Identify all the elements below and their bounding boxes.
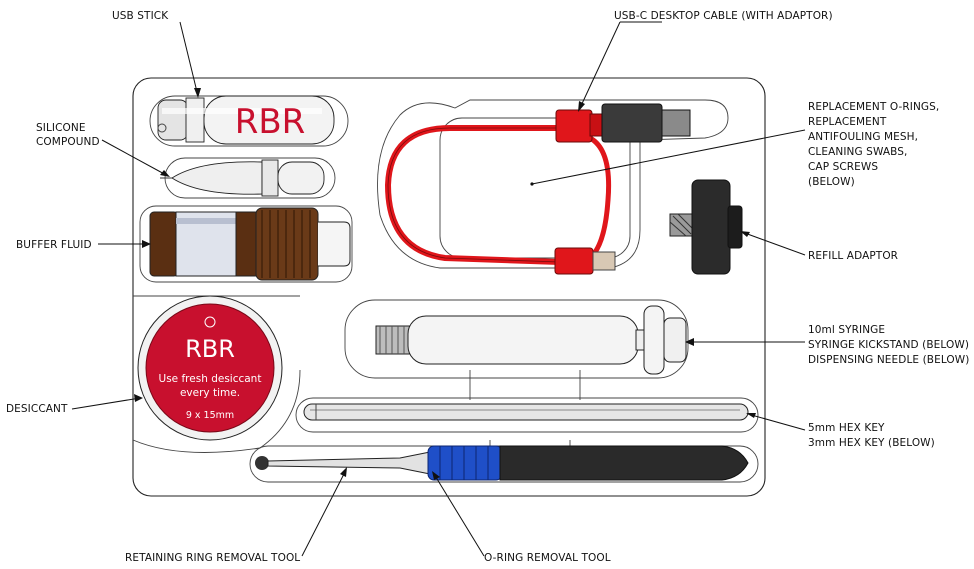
syringe <box>375 305 687 375</box>
syringe-slot <box>344 299 689 379</box>
label-hexkey-1: 5mm HEX KEY <box>808 422 885 434</box>
hex-key <box>303 403 749 421</box>
refill-adaptor <box>669 179 743 275</box>
cable-slot <box>377 99 729 269</box>
label-syringe-1: 10ml SYRINGE <box>808 324 885 336</box>
label-oring-5: CAP SCREWS <box>808 161 878 173</box>
label-usb-stick: USB STICK <box>112 10 169 22</box>
desiccant-container <box>137 295 283 441</box>
label-silicone-1: SILICONE <box>36 122 86 134</box>
leader-lines <box>71 21 806 557</box>
label-retaining-tool: RETAINING RING REMOVAL TOOL <box>125 552 300 564</box>
desiccant-line1: Use fresh desiccant <box>159 373 262 385</box>
label-oring-3: ANTIFOULING MESH, <box>808 131 918 143</box>
label-oring-6: (BELOW) <box>808 176 855 188</box>
hexkey-slot <box>295 397 759 433</box>
label-desiccant: DESICCANT <box>6 403 68 415</box>
desiccant-slot <box>132 369 301 453</box>
label-oring-1: REPLACEMENT O-RINGS, <box>808 101 939 113</box>
desiccant-brand-text: RBR <box>185 335 235 363</box>
label-syringe-2: SYRINGE KICKSTAND (BELOW) <box>808 339 969 351</box>
label-oring-2: REPLACEMENT <box>808 116 887 128</box>
usb-c-cable <box>384 103 691 275</box>
label-refill-adaptor: REFILL ADAPTOR <box>808 250 898 262</box>
usb-brand-text: RBR <box>235 102 306 142</box>
label-usb-cable: USB-C DESKTOP CABLE (WITH ADAPTOR) <box>614 10 833 22</box>
label-oring-tool: O-RING REMOVAL TOOL <box>484 552 611 564</box>
desiccant-size: 9 x 15mm <box>186 410 234 421</box>
usb-stick <box>157 95 335 145</box>
cable-inner-slot <box>439 117 631 259</box>
label-hexkey-2: 3mm HEX KEY (BELOW) <box>808 437 935 449</box>
desiccant-logo-icon <box>204 316 216 328</box>
label-syringe-3: DISPENSING NEEDLE (BELOW) <box>808 354 969 366</box>
label-buffer-fluid: BUFFER FLUID <box>16 239 92 251</box>
label-oring-4: CLEANING SWABS, <box>808 146 907 158</box>
desiccant-line2: every time. <box>180 387 240 399</box>
buffer-fluid-vial <box>149 207 351 281</box>
silicone-compound <box>160 159 325 197</box>
label-silicone-2: COMPOUND <box>36 136 100 148</box>
oring-removal-tool <box>255 445 749 481</box>
